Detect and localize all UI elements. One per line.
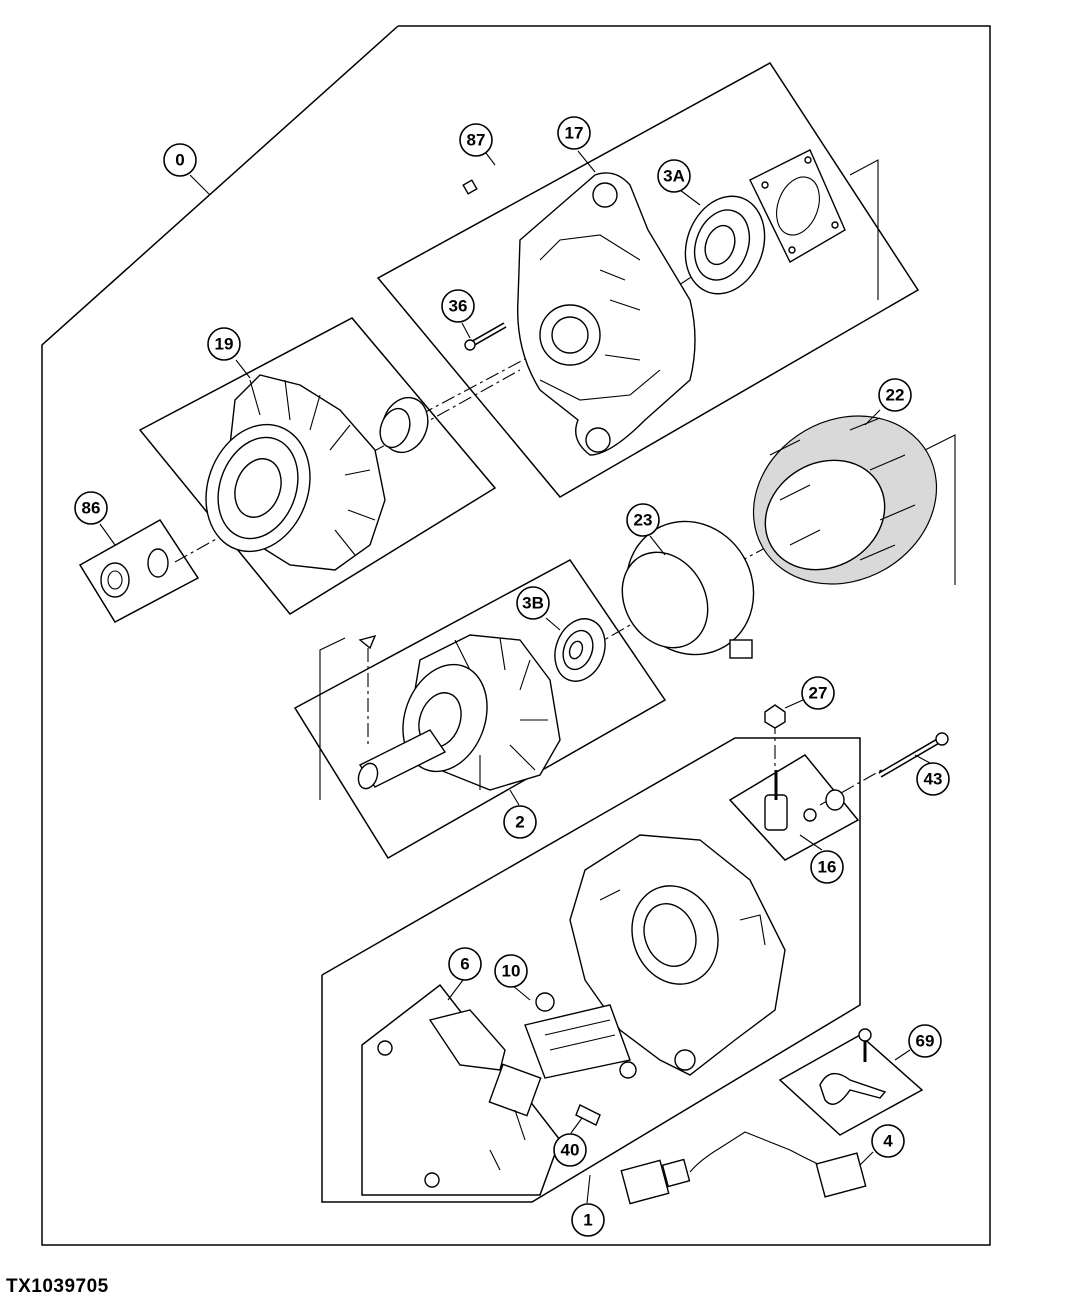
- svg-text:10: 10: [502, 962, 521, 981]
- rectifier-10: [524, 992, 637, 1079]
- frame-line: [849, 159, 879, 300]
- woodruff-key: [358, 634, 377, 650]
- screw-36: [464, 322, 507, 351]
- stator-ring-23: [621, 520, 755, 659]
- svg-text:43: 43: [924, 770, 943, 789]
- svg-text:6: 6: [460, 955, 469, 974]
- terminal-16: [764, 770, 845, 831]
- svg-text:1: 1: [583, 1211, 592, 1230]
- rear-housing: [569, 834, 786, 1076]
- nut-27: [764, 704, 786, 729]
- clamp-69: [819, 1028, 887, 1105]
- group-box-clamp: [778, 1034, 924, 1136]
- svg-text:40: 40: [561, 1141, 580, 1160]
- fan-pulley: [205, 374, 386, 571]
- nut-86: [100, 562, 130, 598]
- group-box-fan-pulley: [138, 317, 497, 615]
- callout-27: 27: [801, 676, 835, 710]
- callout-4: 4: [871, 1124, 905, 1158]
- callout-69: 69: [908, 1024, 942, 1058]
- group-box-brush: [361, 983, 561, 1196]
- wiring-harness-4: [620, 1131, 867, 1205]
- leader-lines: [99, 150, 931, 1204]
- svg-text:22: 22: [886, 386, 905, 405]
- brush-holder-6: [377, 1009, 542, 1188]
- group-box-rotor: [293, 559, 667, 860]
- group-box-nut: [78, 519, 200, 623]
- axis-line: [174, 369, 521, 563]
- clip-40: [575, 1104, 601, 1126]
- bearing-3b: [554, 618, 606, 682]
- svg-text:23: 23: [634, 511, 653, 530]
- callout-16: 16: [810, 850, 844, 884]
- group-box-rear-housing: [321, 737, 861, 1203]
- svg-text:3B: 3B: [522, 594, 544, 613]
- callout-43: 43: [916, 762, 950, 796]
- callout-0: 0: [163, 143, 197, 177]
- rotor-2: [357, 634, 561, 791]
- callout-23: 23: [626, 503, 660, 537]
- axis-line: [589, 604, 666, 649]
- assembly-frame: [41, 25, 991, 1246]
- callout-19: 19: [207, 327, 241, 361]
- callout-10: 10: [494, 954, 528, 988]
- svg-text:3A: 3A: [663, 167, 685, 186]
- svg-text:36: 36: [449, 297, 468, 316]
- spacer-collar: [379, 396, 429, 454]
- svg-text:69: 69: [916, 1032, 935, 1051]
- group-box-terminal: [728, 754, 860, 861]
- svg-text:0: 0: [175, 151, 184, 170]
- svg-text:86: 86: [82, 499, 101, 518]
- group-box-housing: [376, 62, 920, 498]
- retainer-plate: [749, 149, 846, 263]
- frame-line: [319, 637, 346, 800]
- svg-text:27: 27: [809, 684, 828, 703]
- callout-22: 22: [878, 378, 912, 412]
- washer-86: [147, 548, 169, 578]
- svg-text:4: 4: [883, 1132, 893, 1151]
- frame-line: [924, 434, 956, 585]
- stator-22: [752, 415, 938, 585]
- bolt-87: [462, 148, 539, 195]
- svg-text:87: 87: [467, 131, 486, 150]
- svg-text:16: 16: [818, 858, 837, 877]
- callout-1: 1: [571, 1203, 605, 1237]
- callout-2: 2: [503, 805, 537, 839]
- svg-text:17: 17: [565, 124, 584, 143]
- callout-87: 87: [459, 123, 493, 157]
- bearing-3a: [684, 195, 766, 295]
- svg-text:2: 2: [515, 813, 524, 832]
- callout-17: 17: [557, 116, 591, 150]
- front-housing: [516, 172, 696, 456]
- callout-86: 86: [74, 491, 108, 525]
- callout-3a: 3A: [657, 159, 691, 193]
- callout-36: 36: [441, 289, 475, 323]
- svg-text:19: 19: [215, 335, 234, 354]
- bolt-43: [878, 732, 949, 778]
- callout-6: 6: [448, 947, 482, 981]
- figure-id: TX1039705: [6, 1276, 109, 1297]
- callout-3b: 3B: [516, 586, 550, 620]
- callout-40: 40: [553, 1133, 587, 1167]
